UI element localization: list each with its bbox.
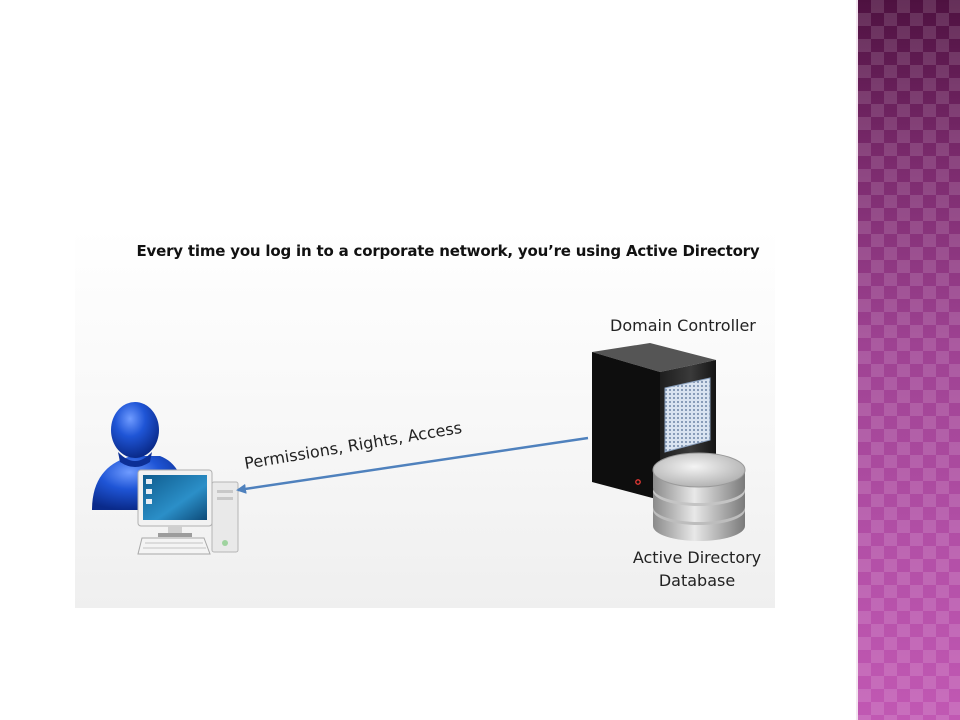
- database-label-line1: Active Directory: [632, 548, 762, 567]
- domain-controller-label: Domain Controller: [610, 316, 756, 335]
- database-icon: [652, 452, 746, 541]
- database-label-line2: Database: [658, 571, 736, 590]
- permissions-arrow: [236, 436, 589, 494]
- diagram-title: Every time you log in to a corporate net…: [136, 242, 760, 260]
- workstation-icon: [137, 469, 239, 555]
- database-label: Active Directory Database: [622, 546, 772, 592]
- decorative-side-band: [856, 0, 960, 720]
